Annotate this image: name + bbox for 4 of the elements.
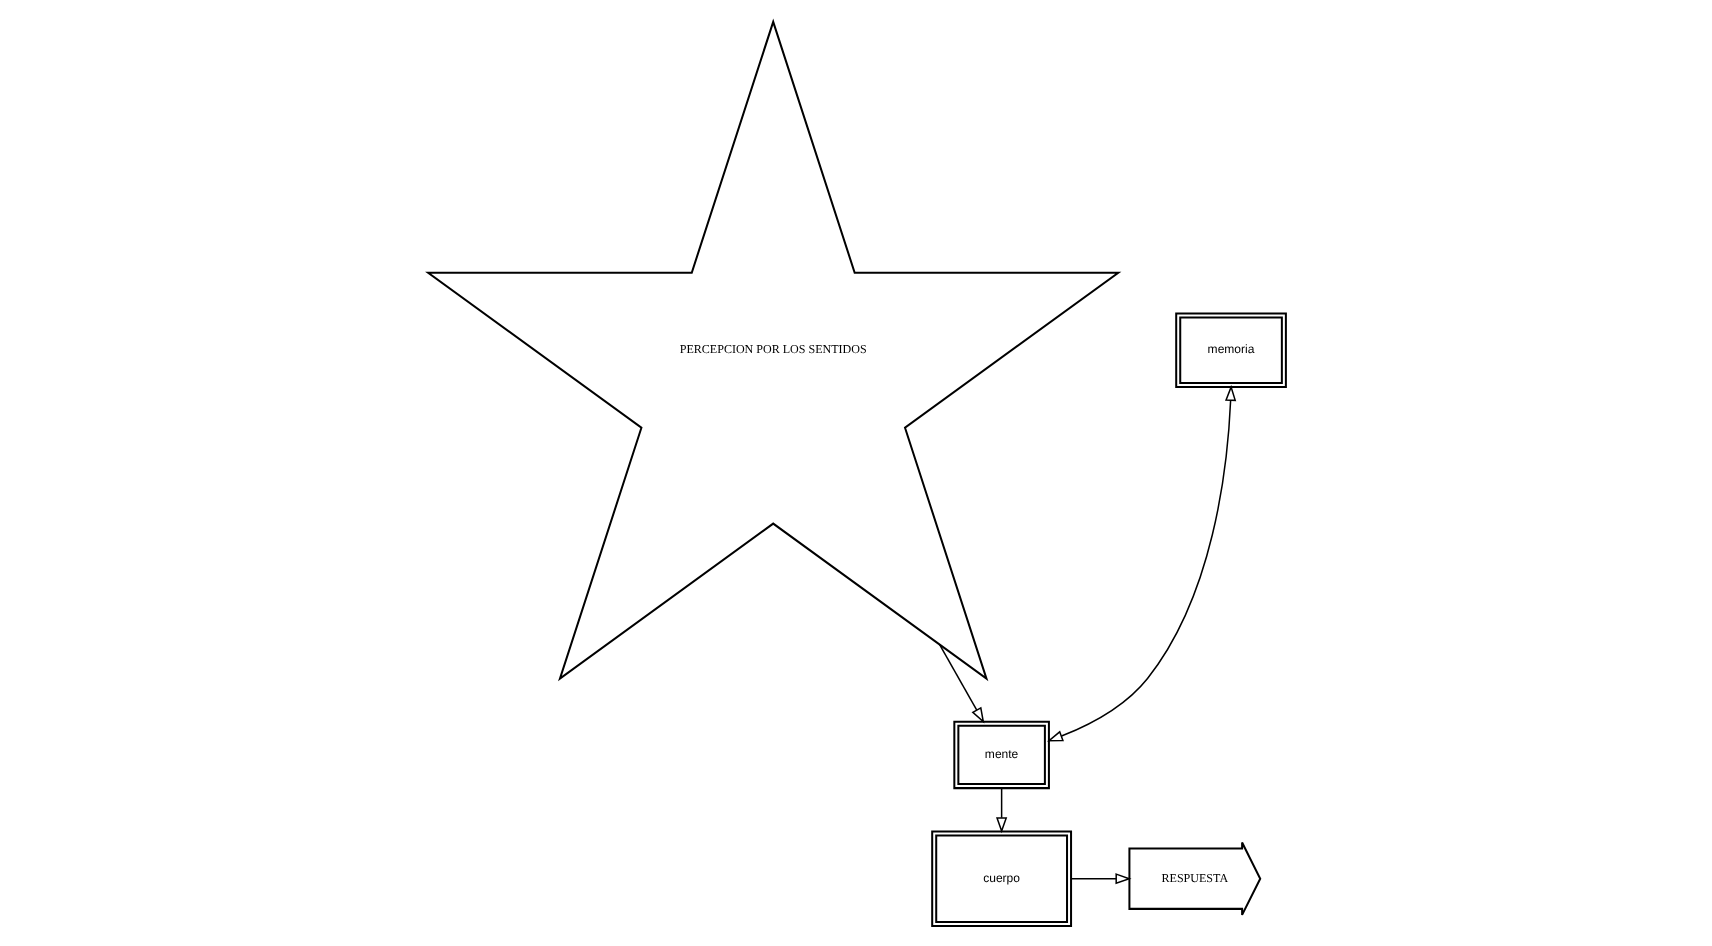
arrow — [995, 786, 1007, 833]
arrow — [937, 642, 984, 723]
arrow — [1045, 383, 1236, 741]
arrow — [1069, 872, 1131, 884]
